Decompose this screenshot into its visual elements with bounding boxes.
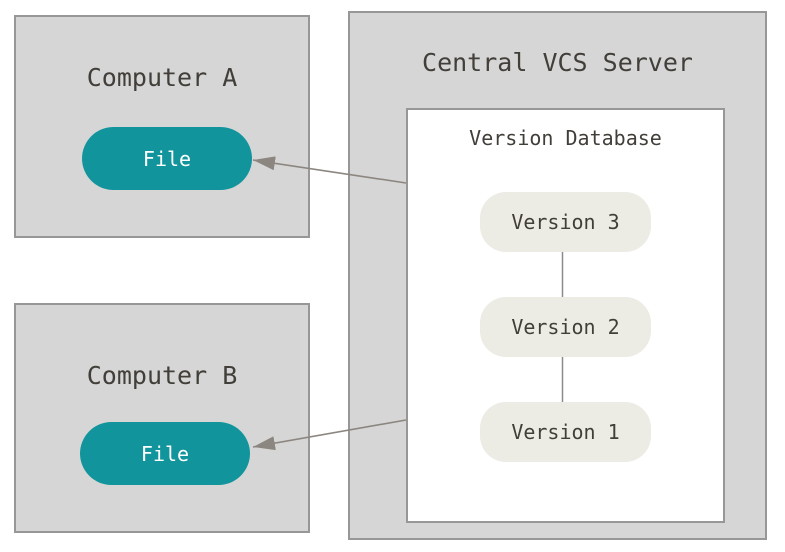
version-2-pill: Version 2	[480, 297, 651, 357]
file-pill-b: File	[80, 422, 250, 485]
version-3-pill: Version 3	[480, 192, 651, 252]
computer-a-box: Computer A File	[14, 15, 310, 238]
file-pill-b-label: File	[140, 441, 190, 466]
computer-b-box: Computer B File	[14, 303, 310, 533]
version-database-box: Version Database Version 3 Version 2 Ver…	[406, 108, 725, 523]
file-pill-a-label: File	[142, 146, 192, 171]
version-3-label: Version 3	[511, 210, 620, 234]
central-vcs-server-title: Central VCS Server	[422, 48, 693, 77]
computer-a-title: Computer A	[86, 63, 238, 92]
version-database-title: Version Database	[469, 126, 662, 150]
version-1-pill: Version 1	[480, 402, 651, 462]
version-2-label: Version 2	[511, 315, 620, 339]
file-pill-a: File	[82, 127, 252, 190]
version-1-label: Version 1	[511, 420, 620, 444]
computer-b-title: Computer B	[86, 361, 238, 390]
